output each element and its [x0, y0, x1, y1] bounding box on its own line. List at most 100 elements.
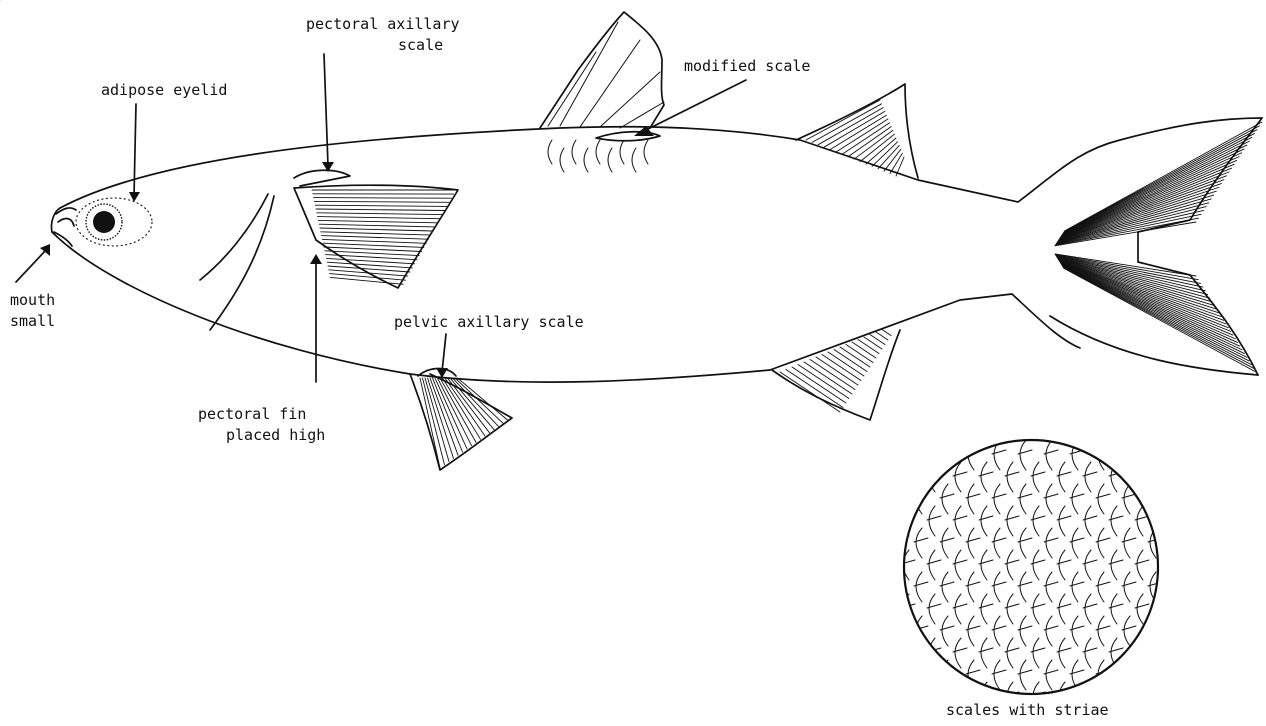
scale-striae: [901, 682, 915, 712]
fin-ray: [322, 236, 429, 240]
scale-striae: [1005, 638, 1019, 668]
scale-striae: [914, 572, 928, 602]
scale-striae: [1070, 528, 1084, 558]
scale-striae: [1057, 550, 1071, 580]
scale-striae: [914, 660, 928, 690]
scale-striae: [979, 506, 993, 536]
scale-striae: [940, 484, 954, 514]
scale-striae: [1031, 462, 1045, 492]
scale-striae: [1135, 550, 1149, 580]
scale-striae: [953, 550, 967, 580]
scale-striae: [1135, 638, 1149, 668]
scale-striae: [888, 572, 902, 602]
scale-striae: [888, 528, 902, 558]
eye: [76, 198, 152, 246]
fin-ray: [1062, 153, 1242, 236]
scale-striae: [966, 572, 980, 602]
scale-striae: [1083, 638, 1097, 668]
scale-striae: [1148, 440, 1162, 470]
label-pectoral-fin-line1: pectoral fin: [198, 404, 325, 425]
fin-ray: [323, 243, 424, 247]
fin-ray: [1060, 262, 1229, 328]
scale-striae: [1018, 572, 1032, 602]
scale-striae: [979, 638, 993, 668]
scale-striae: [1070, 440, 1084, 470]
scale-striae: [1083, 462, 1097, 492]
fin-ray: [876, 332, 888, 340]
fin-ray: [330, 277, 403, 284]
fin-ray: [822, 355, 861, 381]
fin-ray: [890, 153, 902, 173]
scale-striae: [940, 616, 954, 646]
label-adipose-eyelid: adipose eyelid: [101, 80, 227, 101]
fin-ray: [1064, 130, 1257, 232]
scale-striae: [1018, 528, 1032, 558]
scale-striae: [1148, 616, 1162, 646]
label-pelvic-axillary-scale: pelvic axillary scale: [394, 312, 584, 333]
scale-striae: [927, 594, 941, 624]
fin-ray: [316, 209, 445, 211]
fin-ray: [860, 134, 894, 161]
scale-striae: [1122, 484, 1136, 514]
scale-striae: [888, 616, 902, 646]
fin-ray: [852, 342, 876, 358]
scale-arc: [608, 148, 612, 172]
label-pectoral-fin-line2: placed high: [198, 425, 325, 446]
scale-striae: [888, 440, 902, 470]
fin-ray: [455, 378, 503, 423]
scale-striae: [992, 616, 1006, 646]
scale-striae: [966, 528, 980, 558]
scale-striae: [1018, 660, 1032, 690]
scale-striae: [1044, 572, 1058, 602]
fin-ray: [810, 360, 855, 390]
fin-ray: [317, 213, 442, 215]
scale-striae: [914, 484, 928, 514]
fin-ray: [1064, 134, 1255, 233]
fin-ray: [882, 330, 891, 336]
scale-striae: [1018, 616, 1032, 646]
caudal-fin: [1050, 118, 1262, 375]
scale-striae: [1096, 528, 1110, 558]
scale-striae: [1096, 616, 1110, 646]
fin-ray: [812, 104, 882, 143]
scale-striae: [1135, 506, 1149, 536]
scale-striae: [1135, 682, 1149, 712]
scale-striae: [1109, 682, 1123, 712]
scale-striae: [1161, 594, 1175, 624]
pectoral-fin: [294, 170, 458, 288]
scale-striae: [927, 682, 941, 712]
fin-ray: [866, 138, 896, 164]
scale-striae: [1018, 440, 1032, 470]
scale-striae: [966, 660, 980, 690]
scale-arc: [572, 140, 576, 164]
fin-ray: [324, 247, 422, 252]
scale-arc: [632, 148, 636, 172]
scale-arc: [548, 140, 552, 164]
label-scales-with-striae: scales with striae: [946, 700, 1109, 721]
scale-striae: [1122, 440, 1136, 470]
scale-striae: [1057, 594, 1071, 624]
label-pectoral-axillary-scale-line1: pectoral axillary: [306, 14, 460, 35]
fin-ray: [318, 217, 440, 219]
scale-striae: [966, 484, 980, 514]
scale-striae: [940, 440, 954, 470]
scale-striae: [1161, 462, 1175, 492]
scale-striae: [1057, 462, 1071, 492]
scale-striae: [1161, 682, 1175, 712]
scale-striae: [979, 550, 993, 580]
scale-striae: [1057, 638, 1071, 668]
scale-striae: [927, 550, 941, 580]
fin-ray: [1060, 263, 1232, 335]
label-pectoral-fin-placed-high: pectoral fin placed high: [198, 404, 325, 446]
scale-striae: [1005, 594, 1019, 624]
fin-ray: [1064, 268, 1254, 369]
scale-arc: [620, 140, 624, 164]
fin-ray: [445, 378, 485, 436]
fin-ray: [322, 239, 426, 243]
scale-striae: [1070, 616, 1084, 646]
scale-striae: [1161, 550, 1175, 580]
fin-ray: [1061, 157, 1239, 236]
scale-striae: [1018, 484, 1032, 514]
scale-striae: [901, 462, 915, 492]
scale-striae: [1122, 572, 1136, 602]
